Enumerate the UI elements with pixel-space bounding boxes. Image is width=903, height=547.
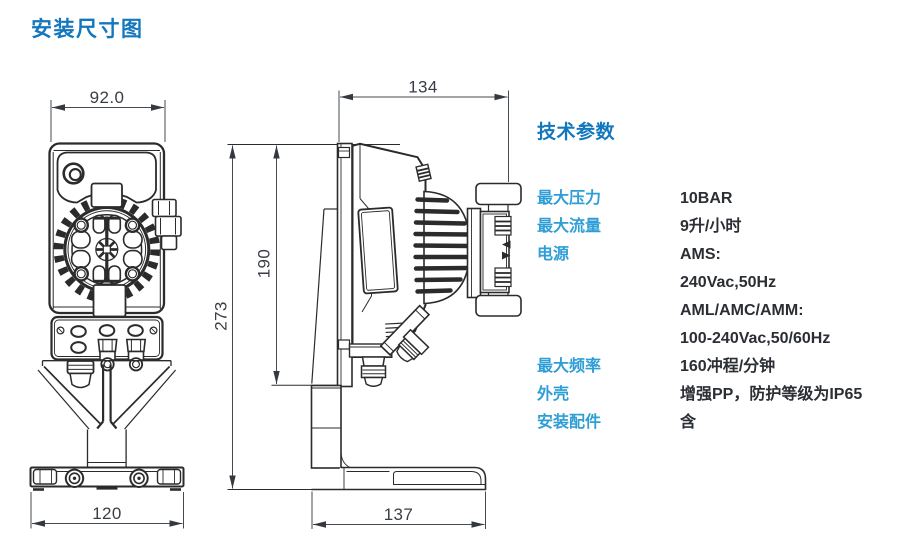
side-view: 134 273 190 <box>212 78 522 529</box>
spec-row: 电源 AMS: <box>537 241 897 269</box>
spec-value: 含 <box>680 414 697 431</box>
panel-dial <box>62 162 85 185</box>
spec-row: 安装配件 含 <box>537 409 897 437</box>
spec-label <box>537 269 680 297</box>
base-plate-front <box>29 466 185 491</box>
spec-row: 100-240Vac,50/60Hz <box>537 325 897 353</box>
spec-label: 电源 <box>537 246 570 263</box>
motor-fins <box>413 190 473 305</box>
head-slots <box>70 214 143 285</box>
gland-side-vertical <box>360 356 387 387</box>
spec-value: AML/AMC/AMM: <box>680 302 804 319</box>
dim-label-side-total-height: 273 <box>212 301 231 331</box>
head-top-tab <box>90 182 123 208</box>
spec-row: 最大压力 10BAR <box>537 185 897 213</box>
dimension-side-base <box>311 491 486 529</box>
head-bottom-tab <box>92 284 127 318</box>
dimension-side-depth <box>338 90 509 182</box>
angled-connector <box>379 304 431 363</box>
spec-label: 安装配件 <box>537 414 602 431</box>
side-fitting <box>151 198 182 251</box>
large-gland-front <box>66 360 95 389</box>
head-bolts <box>73 217 141 282</box>
spec-value: 9升/小时 <box>680 218 742 235</box>
dim-label-side-depth: 134 <box>408 78 438 97</box>
spec-label <box>537 325 680 353</box>
specs-heading: 技术参数 <box>537 122 616 143</box>
dimension-front-base <box>30 492 184 529</box>
dim-label-side-base: 137 <box>384 505 414 524</box>
pump-head-side <box>466 182 522 317</box>
spec-label: 外壳 <box>537 386 570 403</box>
spec-value: 增强PP，防护等级为IP65 <box>680 386 863 403</box>
dim-label-front-base: 120 <box>92 504 122 523</box>
bracket-front <box>37 360 177 468</box>
spec-row: 外壳 增强PP，防护等级为IP65 <box>537 381 897 409</box>
front-view: 92.0 <box>29 88 185 529</box>
spec-value: 160冲程/分钟 <box>680 358 776 375</box>
spec-row: 最大频率 160冲程/分钟 <box>537 353 897 381</box>
spec-label: 最大频率 <box>537 358 602 375</box>
floor-stand <box>310 208 487 491</box>
head-impeller <box>93 216 120 283</box>
spec-row: 240Vac,50Hz <box>537 269 897 297</box>
spec-label: 最大压力 <box>537 190 602 207</box>
specs-table: 最大压力 10BAR 最大流量 9升/小时 电源 AMS: 240Vac,50H… <box>537 185 897 437</box>
control-panel-cover <box>56 151 157 204</box>
spec-value: AMS: <box>680 246 721 263</box>
spec-value: 100-240Vac,50/60Hz <box>680 330 831 347</box>
wall-plate <box>336 142 353 388</box>
dim-label-front-width: 92.0 <box>90 88 125 107</box>
spec-label: 最大流量 <box>537 218 602 235</box>
dimension-front-width <box>50 100 166 142</box>
spec-row: AML/AMC/AMM: <box>537 297 897 325</box>
spec-value: 240Vac,50Hz <box>680 274 777 291</box>
spec-value: 10BAR <box>680 190 733 207</box>
dim-label-side-pump-height: 190 <box>255 249 274 279</box>
spec-row: 最大流量 9升/小时 <box>537 213 897 241</box>
spec-label <box>537 297 680 325</box>
page-title: 安装尺寸图 <box>31 18 144 41</box>
